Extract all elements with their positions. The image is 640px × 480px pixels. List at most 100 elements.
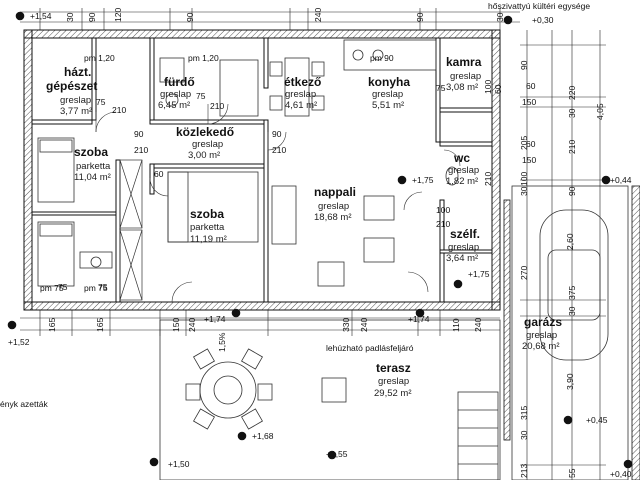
room-area-terasz: 29,52 m²	[374, 388, 412, 399]
room-name-gepeszet-line1: házt.	[64, 65, 92, 79]
room-floor-kamra: greslap	[450, 71, 482, 82]
room-floor-etkezo: greslap	[285, 89, 317, 100]
annotation-heat-pump: hőszivattyú kültéri egysége	[488, 1, 591, 11]
garage-wall-right	[631, 185, 640, 480]
dim-right-a4: 315	[519, 405, 529, 420]
room-name-nappali: nappali	[314, 185, 357, 199]
level-l2: +0,30	[532, 15, 554, 25]
room-floor-kozlekedo: greslap	[192, 139, 224, 150]
dim-inner-13: 60	[154, 169, 164, 179]
dim-bottom-mid-2: 330	[341, 317, 351, 332]
room-floor-gepeszet: greslap	[60, 95, 92, 106]
dim-right-b0: 220	[567, 85, 577, 100]
dim-inner-8: 60	[526, 81, 536, 91]
room-floor-szelf: greslap	[448, 242, 480, 253]
dim-bottom-left-1: 165	[47, 317, 57, 332]
dim-bottom-left-2: 75	[98, 282, 108, 292]
dim-inner-7: 210	[272, 145, 287, 155]
furniture	[37, 39, 629, 480]
dim-top-5: 90	[415, 12, 425, 22]
room-area-nappali: 18,68 m²	[314, 212, 352, 223]
room-name-gepeszet-line2: gépészet	[46, 79, 98, 93]
dim-inner-17: 210	[483, 171, 493, 186]
dim-right-b5: 30	[567, 306, 577, 316]
room-area-szelf: 3,64 m²	[446, 253, 479, 264]
level-l9: +1,68	[252, 431, 274, 441]
room-floor-szoba1: parketta	[76, 161, 111, 172]
level-l13: +0,40	[610, 469, 632, 479]
room-floor-szoba2: parketta	[190, 222, 225, 233]
room-name-szelf: szélf.	[450, 227, 481, 241]
room-area-garazs: 20,68 m²	[522, 341, 560, 352]
level-l5: +1,75	[468, 269, 490, 279]
dim-inner-18: 100	[483, 79, 493, 94]
level-l6: +1,74	[204, 314, 226, 324]
room-name-terasz: terasz	[376, 361, 411, 375]
level-l4: +0,44	[610, 175, 632, 185]
dim-top-6: 30	[495, 12, 505, 22]
dim-right-c1: 2,60	[565, 233, 575, 250]
garage-wall	[503, 199, 511, 441]
room-name-szoba1: szoba	[74, 145, 109, 159]
dim-top-4: 240	[313, 7, 323, 22]
dimension-lines	[20, 8, 606, 480]
dim-top-3: 90	[185, 12, 195, 22]
room-area-szoba2: 11,19 m²	[190, 234, 227, 245]
level-l3: +1,75	[412, 175, 434, 185]
dim-right-c0: 4,05	[595, 103, 605, 120]
room-name-furdo: fürdő	[164, 75, 195, 89]
dim-bottom-mid-4: 110	[451, 318, 461, 332]
dim-inner-0: 75	[96, 97, 106, 107]
dim-right-b4: 375	[567, 285, 577, 300]
dim-inner-9: 150	[522, 97, 537, 107]
room-floor-furdo: greslap	[160, 89, 192, 100]
level-l12: +0,45	[586, 415, 608, 425]
room-name-wc: wc	[454, 151, 471, 165]
dim-right-b6: 55	[567, 468, 577, 478]
annotation-left-note: ényk azetták	[0, 399, 48, 409]
room-area-gepeszet: 3,77 m²	[60, 106, 93, 117]
annotation-attic-ladder: lehúzható padlásfeljáró	[326, 343, 414, 353]
annotation-pm-konyha: pm 90	[370, 53, 394, 63]
dim-inner-19: 60	[493, 84, 503, 94]
dim-inner-10: 75	[436, 83, 446, 93]
annotation-pm-bottom-2: pm 75	[84, 283, 108, 293]
dim-bottom-mid-0: 150	[171, 317, 181, 332]
room-area-furdo: 6,45 m²	[158, 100, 191, 111]
room-area-wc: 1,82 m²	[446, 176, 479, 187]
dim-right-b1: 30	[567, 108, 577, 118]
dim-inner-14: 100	[436, 205, 451, 215]
room-name-garazs: garázs	[524, 315, 563, 329]
dim-right-b2: 210	[567, 139, 577, 154]
dim-bottom-mid-5: 240	[473, 317, 483, 332]
dim-inner-2: 75	[196, 91, 206, 101]
room-floor-konyha: greslap	[372, 89, 404, 100]
dim-bottom-left-3: 165	[95, 317, 105, 332]
dim-right-a2: 30	[519, 186, 529, 196]
level-l11: +1,55	[326, 449, 348, 459]
room-area-szoba1: 11,04 m²	[74, 172, 111, 183]
dim-right-b3: 90	[567, 186, 577, 196]
level-l10: +1,50	[168, 459, 190, 469]
dim-right-a0: 90	[519, 60, 529, 70]
room-floor-garazs: greslap	[526, 330, 558, 341]
door-swings	[95, 103, 461, 303]
dim-inner-12: 150	[522, 155, 537, 165]
room-floor-terasz: greslap	[378, 376, 410, 387]
exterior-walls	[23, 29, 501, 311]
dim-inner-16: 100	[519, 171, 529, 186]
room-name-konyha: konyha	[368, 75, 411, 89]
annotation-pm-gepeszet: pm 1,20	[84, 53, 115, 63]
dim-top-2: 120	[113, 7, 123, 22]
dim-right-c2: 3,90	[565, 373, 575, 390]
interior-walls	[31, 37, 493, 303]
dim-inner-11: 60	[526, 139, 536, 149]
room-floor-nappali: greslap	[318, 201, 350, 212]
room-name-etkezo: étkező	[284, 75, 322, 89]
dim-right-a5: 30	[519, 430, 529, 440]
room-name-szoba2: szoba	[190, 207, 225, 221]
dim-right-a3: 270	[519, 265, 529, 280]
dim-inner-5: 210	[134, 145, 149, 155]
dim-bottom-mid-1: 240	[187, 317, 197, 332]
